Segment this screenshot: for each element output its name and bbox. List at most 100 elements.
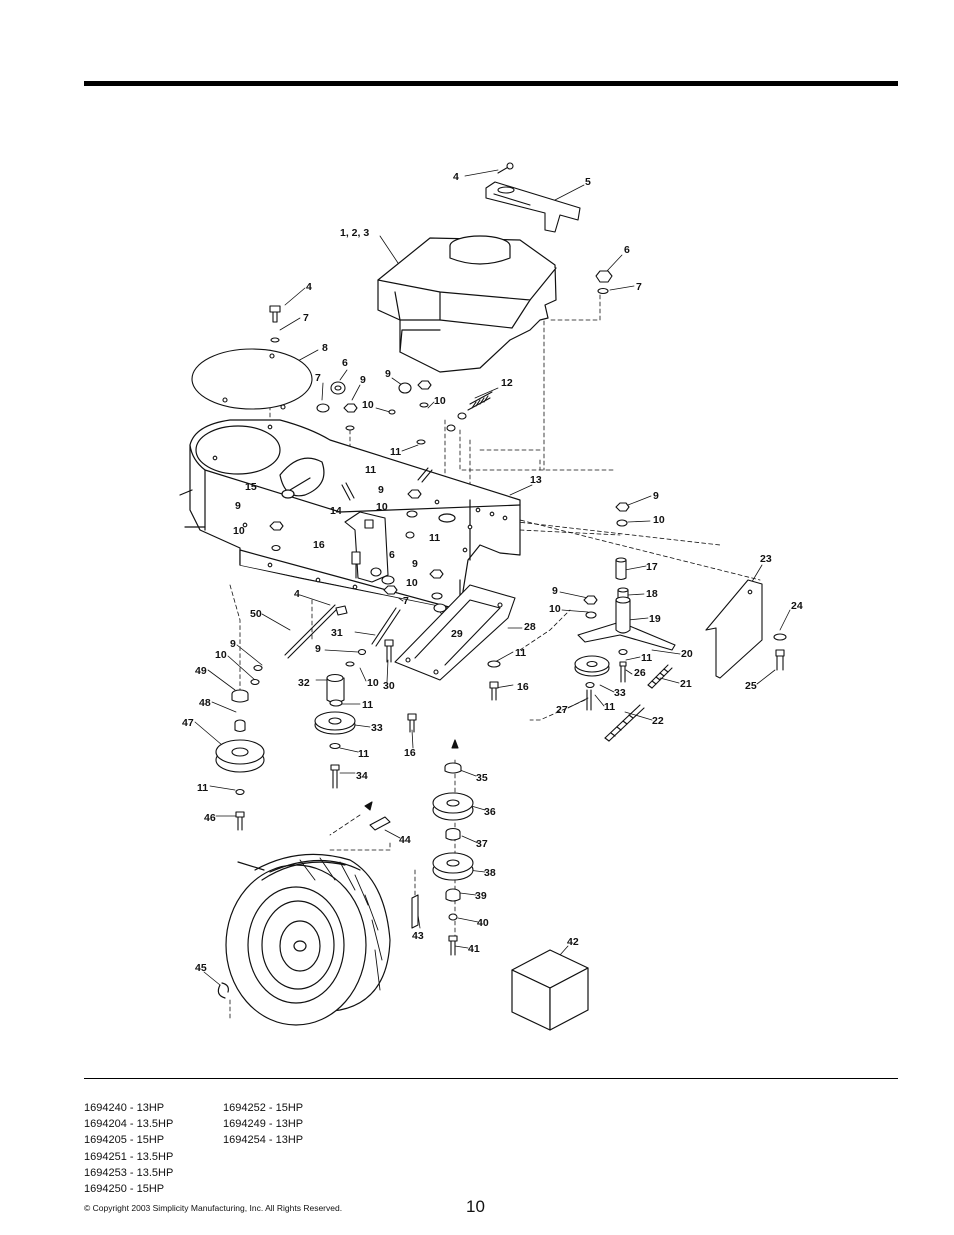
model-number: 1694251 - 13.5HP [84, 1150, 174, 1163]
callout: 9 [230, 638, 236, 650]
callout: 6 [342, 357, 348, 369]
callout: 9 [412, 558, 418, 570]
callout: 32 [298, 677, 310, 689]
callout: 17 [646, 561, 658, 573]
chassis-holes [212, 424, 508, 590]
model-list-col2: 1694252 - 15HP 1694249 - 13HP 1694254 - … [223, 1100, 303, 1149]
model-number: 1694254 - 13HP [223, 1134, 304, 1147]
copyright-notice: © Copyright 2003 Simplicity Manufacturin… [84, 1203, 343, 1213]
chassis-13 [179, 419, 521, 611]
callout: 9 [552, 585, 558, 597]
callout: 4 [306, 281, 312, 293]
model-number: 1694204 - 13.5HP [84, 1118, 174, 1131]
callout: 16 [404, 747, 416, 759]
callout: 11 [358, 748, 369, 760]
callout: 11 [365, 464, 376, 476]
pulley-33-left [314, 699, 356, 789]
callout: 9 [653, 490, 659, 502]
callout: 33 [371, 722, 383, 734]
bottom-rule [84, 1078, 898, 1079]
callout: 13 [530, 474, 542, 486]
pulley-stack-center [432, 739, 474, 956]
callout: 7 [315, 372, 321, 384]
callout: 8 [322, 342, 328, 354]
callout: 5 [585, 176, 591, 188]
callout: 22 [652, 715, 664, 727]
callout: 4 [453, 171, 459, 183]
callout: 1, 2, 3 [340, 227, 369, 239]
callout: 11 [429, 532, 440, 544]
callout: 39 [475, 890, 487, 902]
model-number: 1694240 - 13HP [84, 1102, 165, 1114]
idler-arm-assembly [574, 502, 676, 742]
callout: 48 [199, 697, 211, 709]
callout: 27 [556, 704, 568, 716]
callout: 40 [477, 917, 489, 929]
callout: 43 [412, 930, 424, 942]
callout: 4 [294, 588, 300, 600]
box-42 [511, 949, 589, 1031]
bracket-14 [341, 467, 433, 583]
callout: 34 [356, 770, 368, 782]
callout: 30 [383, 680, 395, 692]
spacer-32 [326, 648, 367, 704]
bracket-23 [705, 579, 787, 679]
callout: 14 [330, 505, 342, 517]
callout: 10 [233, 525, 245, 537]
callout: 47 [182, 717, 194, 729]
callout: 11 [390, 446, 401, 458]
callout: 31 [331, 627, 343, 639]
rods [284, 604, 401, 663]
model-number: 1694250 - 15HP [84, 1183, 165, 1196]
top-rule [84, 81, 898, 86]
callout: 21 [680, 678, 692, 690]
callout: 9 [360, 374, 366, 386]
callout: 9 [315, 643, 321, 655]
callout: 6 [389, 549, 395, 561]
callout: 12 [501, 377, 513, 389]
model-list-col1: 1694240 - 13HP 1694204 - 13.5HP 1694205 … [84, 1100, 173, 1197]
callout: 38 [484, 867, 496, 879]
callout: 46 [204, 812, 216, 824]
callout: 33 [614, 687, 626, 699]
callout: 41 [468, 943, 480, 955]
callout: 26 [634, 667, 646, 679]
callout: 7 [636, 281, 642, 293]
callout: 24 [791, 600, 803, 612]
callout: 9 [235, 500, 241, 512]
gasket-holes [222, 353, 286, 410]
model-number: 1694205 - 15HP [84, 1134, 165, 1147]
callout: 50 [250, 608, 262, 620]
callout: 35 [476, 772, 488, 784]
callout: 7 [403, 595, 409, 607]
callout: 10 [653, 514, 665, 526]
page-number: 10 [466, 1197, 485, 1216]
callout: 10 [376, 501, 388, 513]
engine-bracket [485, 162, 581, 233]
callout: 10 [362, 399, 374, 411]
callout: 11 [197, 782, 208, 794]
callout: 7 [303, 312, 309, 324]
callout: 42 [567, 936, 579, 948]
model-number: 1694249 - 13HP [223, 1118, 304, 1131]
callout: 11 [362, 699, 373, 711]
bolts-16 [407, 660, 501, 733]
engine [377, 235, 557, 373]
wheel-tire [217, 853, 391, 1026]
callout: 28 [524, 621, 536, 633]
callout: 37 [476, 838, 488, 850]
gasket-8 [191, 348, 313, 410]
model-number: 1694253 - 13.5HP [84, 1166, 174, 1179]
callout: 9 [378, 484, 384, 496]
callout: 36 [484, 806, 496, 818]
key-and-pin [364, 801, 419, 929]
callout: 10 [406, 577, 418, 589]
callout: 10 [215, 649, 227, 661]
hardware-nut-6-7 [269, 270, 613, 343]
callout: 10 [549, 603, 561, 615]
callout: 16 [517, 681, 529, 693]
hardware-cluster-mid [269, 489, 447, 613]
callout: 15 [245, 481, 257, 493]
model-number: 1694252 - 15HP [223, 1102, 304, 1114]
